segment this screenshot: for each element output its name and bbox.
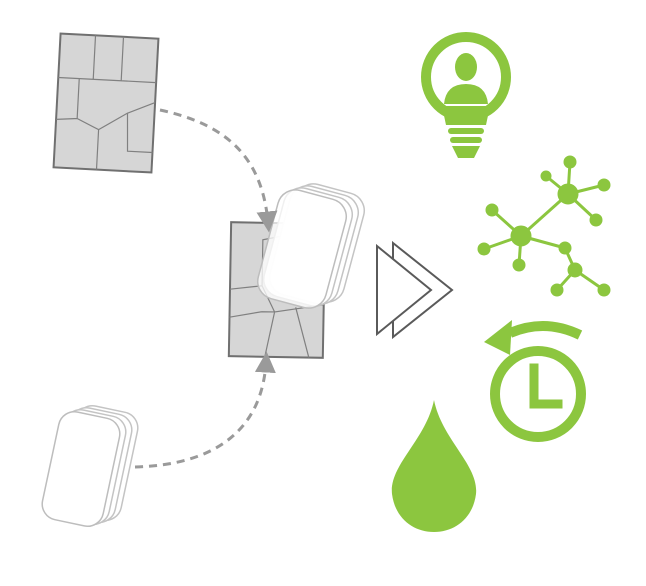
lightbulb-person-icon — [421, 32, 511, 158]
clock-history-icon — [484, 320, 586, 442]
card-stack-icon-bottom — [41, 404, 139, 528]
card-stack-icon-center — [256, 183, 366, 309]
double-chevron-right-icon — [376, 240, 454, 340]
water-drop-icon — [391, 400, 477, 532]
map-icon-top — [52, 32, 160, 174]
network-graph-icon — [477, 155, 611, 297]
dashed-arrow-bottom — [134, 351, 276, 469]
dashed-arrow-top — [159, 108, 278, 233]
